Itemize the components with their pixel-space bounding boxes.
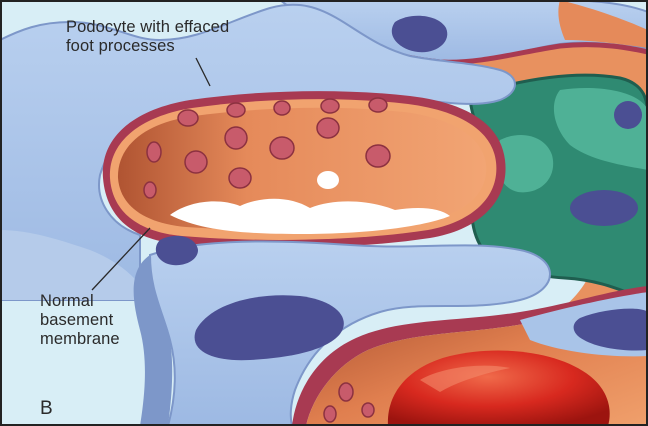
basement-membrane-label: Normal basement membrane xyxy=(40,292,120,349)
fenestration xyxy=(144,182,156,198)
fenestration-white xyxy=(317,171,339,189)
panel-letter: B xyxy=(40,399,53,418)
fenestration xyxy=(321,99,339,113)
fenestration xyxy=(229,168,251,188)
nucleus-shape xyxy=(570,190,638,226)
fenestration xyxy=(339,383,353,401)
fenestration xyxy=(317,118,339,138)
membrane-label-line1: Normal xyxy=(40,292,120,311)
fenestration xyxy=(366,145,390,167)
membrane-label-line2: basement xyxy=(40,311,120,330)
podocyte-label: Podocyte with effaced foot processes xyxy=(66,18,229,56)
membrane-label-line3: membrane xyxy=(40,330,120,349)
fenestration xyxy=(369,98,387,112)
podocyte-label-line1: Podocyte with effaced xyxy=(66,18,229,37)
nucleus-shape xyxy=(614,101,642,129)
fenestration xyxy=(270,137,294,159)
podocyte-label-line2: foot processes xyxy=(66,37,229,56)
fenestration xyxy=(324,406,336,422)
fenestration xyxy=(147,142,161,162)
fenestration xyxy=(185,151,207,173)
fenestration xyxy=(362,403,374,417)
fenestration xyxy=(227,103,245,117)
fenestration xyxy=(225,127,247,149)
fenestration xyxy=(178,110,198,126)
fenestration xyxy=(274,101,290,115)
